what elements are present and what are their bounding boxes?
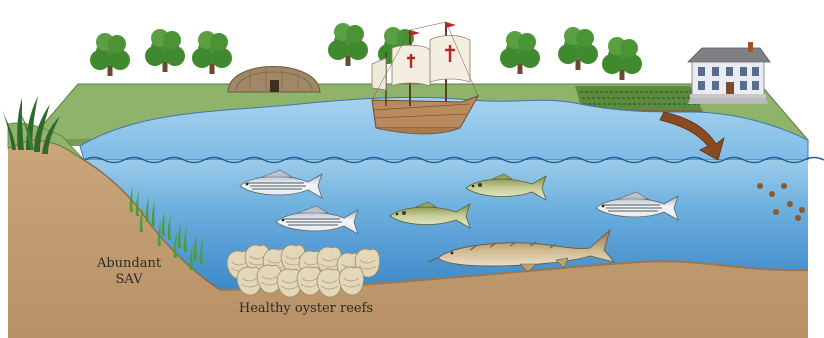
sav-label: Abundant SAV (92, 256, 166, 288)
oyster-reefs-label: Healthy oyster reefs (226, 301, 386, 317)
trees (90, 23, 642, 80)
sav-label-line2: SAV (92, 272, 166, 288)
house-icon (688, 42, 770, 104)
longhouse-icon (228, 66, 320, 92)
sav-label-line1: Abundant (92, 256, 166, 272)
